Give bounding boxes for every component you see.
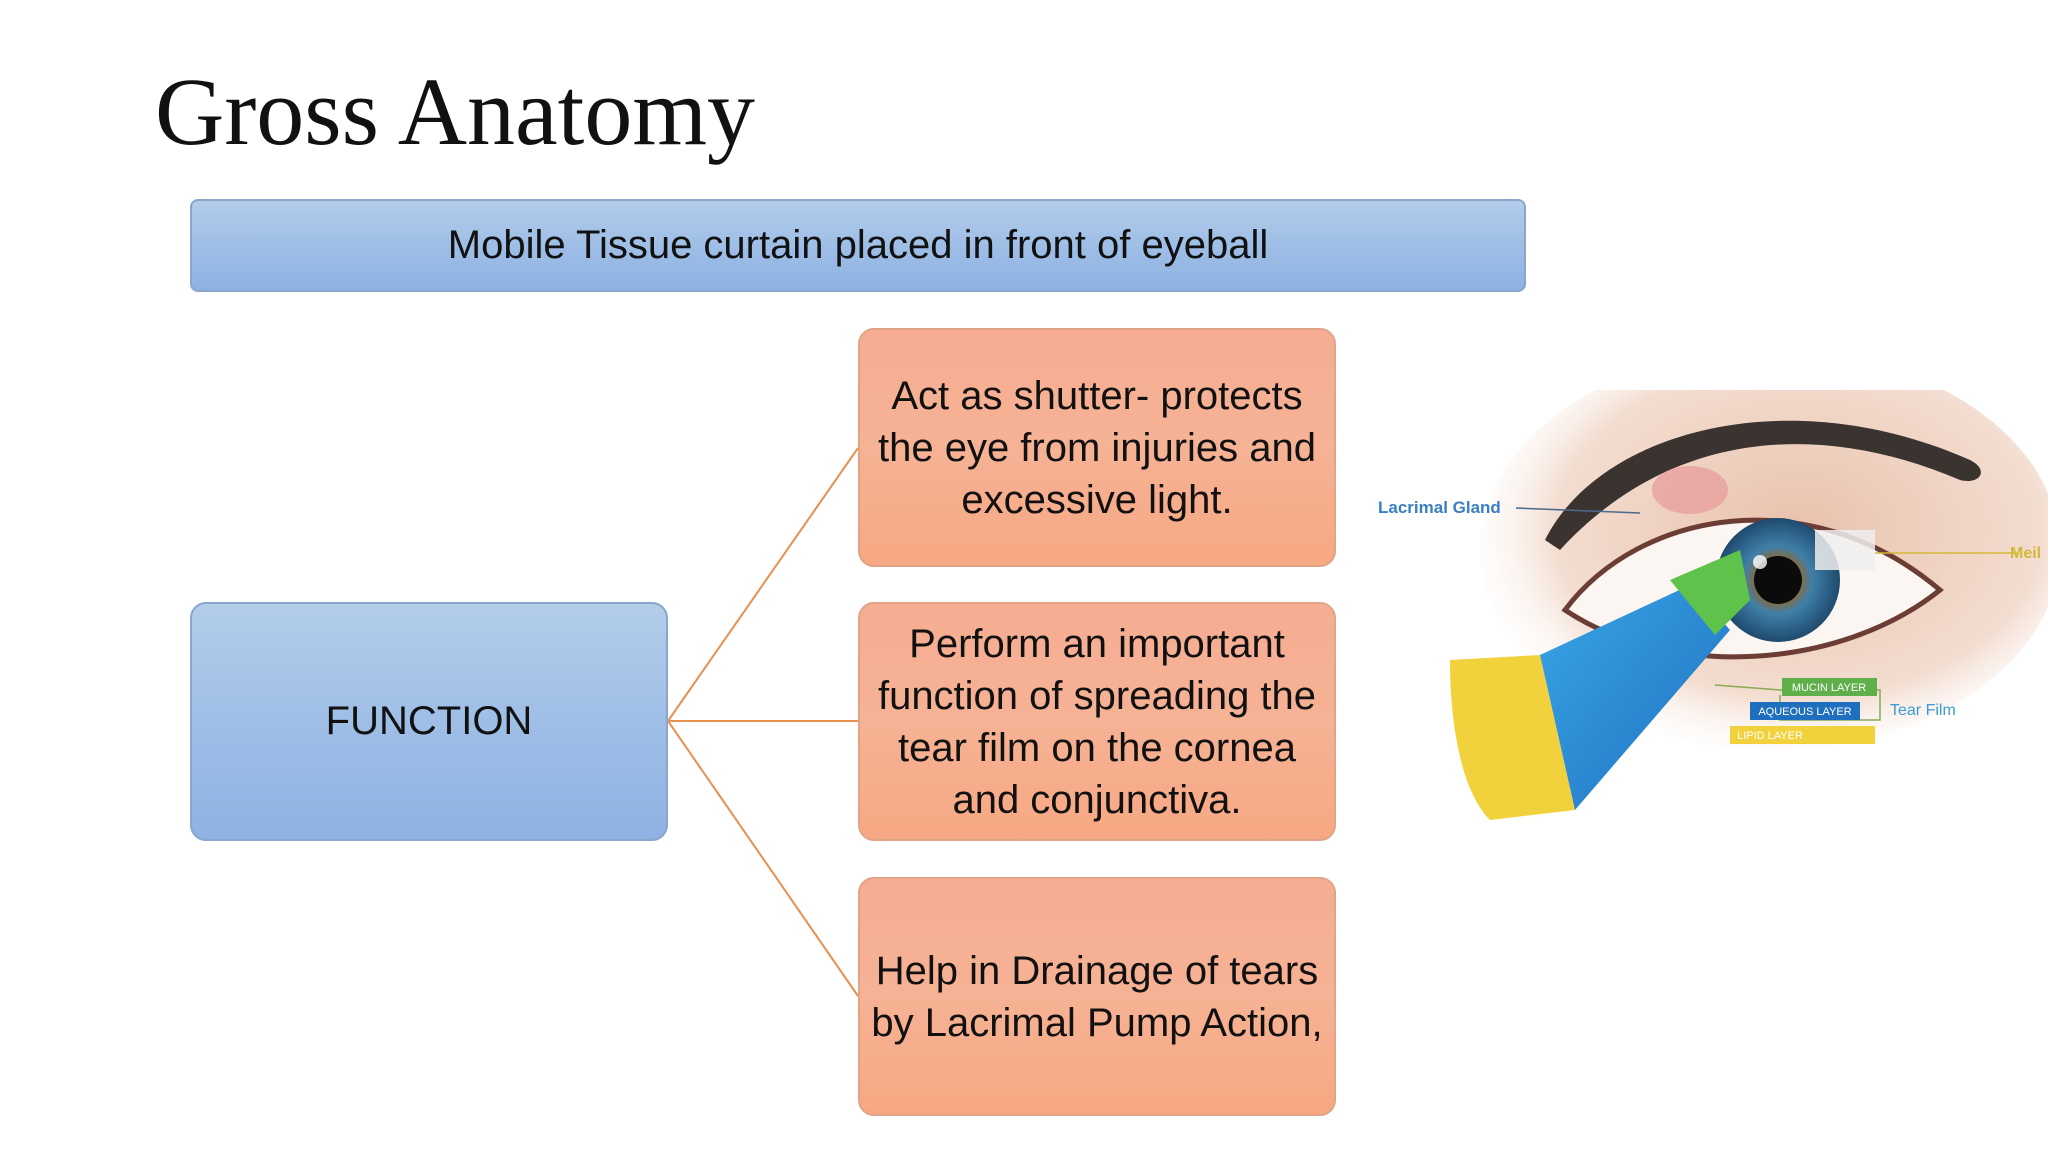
function-item-text: Help in Drainage of tears by Lacrimal Pu… — [871, 948, 1323, 1045]
meibomian-label: Meil — [2010, 545, 2041, 562]
eye-tear-film-illustration: MUCIN LAYER AQUEOUS LAYER LIPID LAYER Te… — [1378, 390, 2048, 820]
connector-to-function-3 — [667, 720, 859, 997]
function-item-shutter: Act as shutter- protects the eye from in… — [858, 328, 1336, 567]
lipid-layer-label: LIPID LAYER — [1737, 730, 1803, 742]
function-item-drainage: Help in Drainage of tears by Lacrimal Pu… — [858, 877, 1336, 1116]
slide-title: Gross Anatomy — [155, 58, 755, 165]
mucin-label-bg — [1782, 678, 1877, 696]
aqueous-layer-block — [1540, 585, 1730, 810]
eyebrow — [1545, 420, 1981, 550]
function-item-tear-film: Perform an important function of spreadi… — [858, 602, 1336, 841]
aqueous-label-bg — [1750, 702, 1860, 720]
aqueous-layer-label: AQUEOUS LAYER — [1758, 706, 1851, 718]
function-item-text: Act as shutter- protects the eye from in… — [877, 373, 1316, 522]
lipid-layer-block — [1450, 655, 1575, 820]
connector-to-function-1 — [667, 447, 859, 722]
function-root-label: FUNCTION — [325, 699, 533, 743]
leader-lacrimal — [1515, 507, 1641, 514]
lacrimal-gland — [1652, 466, 1728, 514]
mucin-layer-label: MUCIN LAYER — [1792, 682, 1866, 694]
function-item-text: Perform an important function of spreadi… — [877, 621, 1317, 822]
definition-box: Mobile Tissue curtain placed in front of… — [190, 199, 1526, 292]
lipid-label-bg — [1730, 726, 1875, 744]
function-root-box: FUNCTION — [190, 602, 668, 841]
lacrimal-gland-label: Lacrimal Gland — [1378, 498, 1501, 517]
meibomian-glands — [1815, 530, 1875, 570]
tear-film-label: Tear Film — [1890, 702, 1956, 719]
eye-highlight — [1753, 555, 1767, 569]
pupil — [1754, 556, 1802, 604]
definition-text: Mobile Tissue curtain placed in front of… — [447, 223, 1269, 267]
mucin-layer-block — [1670, 550, 1750, 635]
